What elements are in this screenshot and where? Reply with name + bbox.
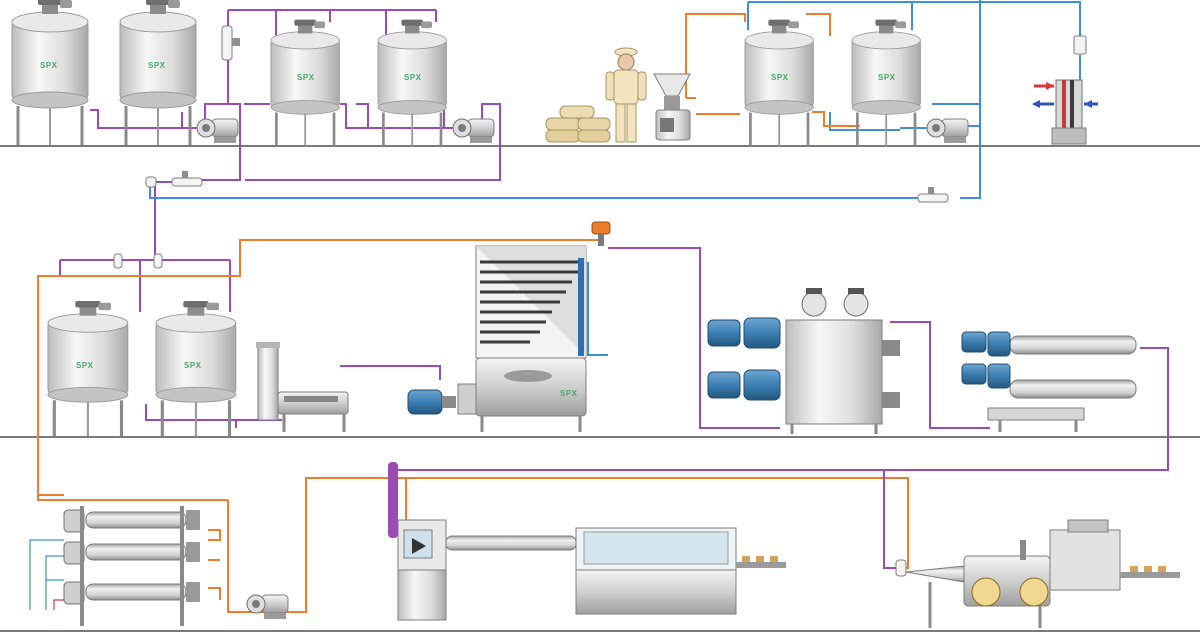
floor-lines <box>0 145 1200 632</box>
centrifugal-pump-icon <box>246 594 289 620</box>
sugar-bags-icon <box>545 105 611 143</box>
sugar-mill-hopper-icon <box>653 73 691 141</box>
storage-tank-icon: SPX <box>118 0 198 147</box>
pipe-blue-conche <box>587 262 608 356</box>
operator-figure-icon <box>605 47 647 143</box>
conche-refiner-icon: SPX <box>457 245 587 432</box>
storage-tank-icon: SPX <box>376 18 448 148</box>
vessel-logo: SPX <box>560 389 578 398</box>
bottom-floor-equipment <box>63 462 1180 628</box>
three-way-valve-icon <box>591 221 611 246</box>
pipe-orange-ssh-outlets <box>208 529 221 600</box>
tank-logo: SPX <box>878 73 896 82</box>
pipe-purple-tank1 <box>90 109 200 129</box>
scraped-surface-heat-exchanger-icon <box>63 506 200 626</box>
pipe-purple-mid-tanks <box>244 103 450 129</box>
tempering-machine-icon <box>707 288 900 434</box>
storage-tank-icon: SPX <box>850 18 922 148</box>
pipe-orange-mill <box>685 13 746 98</box>
inline-filter-icon <box>113 253 163 269</box>
centrifugal-pump-icon <box>452 118 495 144</box>
tank-logo: SPX <box>148 61 166 70</box>
moulding-line-icon <box>388 462 786 621</box>
pipe-purple-conche-out <box>608 247 780 429</box>
plate-heat-exchanger-icon <box>1032 35 1098 145</box>
tank-logo: SPX <box>297 73 315 82</box>
middle-floor-equipment: SPX SPX <box>46 221 1137 438</box>
inline-filter-icon <box>221 25 240 61</box>
scraped-surface-heat-exchanger-icon <box>961 331 1137 432</box>
storage-tank-icon: SPX <box>743 18 815 148</box>
pipe-orange-top <box>806 13 831 36</box>
pipe-purple-pump1 <box>200 103 241 181</box>
storage-tank-icon: SPX <box>10 0 90 147</box>
centrifugal-pump-icon <box>926 118 969 144</box>
pipe-purple-return <box>392 347 1169 471</box>
conche-motor-icon <box>407 389 456 415</box>
pipe-orange-ssh-feed <box>37 495 228 501</box>
tank-logo: SPX <box>771 73 789 82</box>
inline-filter-icon <box>145 176 157 188</box>
mixer-kneader-icon <box>256 342 349 432</box>
pipe-orange-bottom-loop <box>227 477 909 613</box>
centrifugal-pump-icon <box>196 118 239 144</box>
pipe-blue-long <box>149 182 918 199</box>
piping <box>29 0 1169 613</box>
pipe-purple-drops <box>275 10 437 36</box>
storage-tank-icon: SPX <box>269 18 341 148</box>
storage-tank-icon: SPX <box>46 299 130 438</box>
pipe-orange-tanks <box>686 97 860 127</box>
pipe-purple-temper-out <box>890 321 990 429</box>
enrobing-line-icon <box>895 519 1180 628</box>
tank-logo: SPX <box>76 361 94 370</box>
inline-filter-icon <box>917 186 949 203</box>
pipe-purple-mid-header <box>59 259 231 312</box>
pipe-purple-pump2 <box>245 103 501 181</box>
pipe-purple-enrober <box>883 470 900 569</box>
pipe-blue-ssh-thin <box>29 539 64 610</box>
tank-logo: SPX <box>184 361 202 370</box>
pipe-red-ssh-thin <box>53 599 64 610</box>
tank-logo: SPX <box>40 61 58 70</box>
pipe-blue-riser <box>960 0 1081 199</box>
inline-filter-icon <box>171 170 203 187</box>
pipe-purple-mid-floor <box>145 365 441 428</box>
storage-tank-icon: SPX <box>154 299 238 438</box>
tank-logo: SPX <box>404 73 422 82</box>
pipe-purple-down <box>154 181 172 260</box>
top-floor-equipment: SPX SPX SPX SPX <box>10 0 1098 203</box>
